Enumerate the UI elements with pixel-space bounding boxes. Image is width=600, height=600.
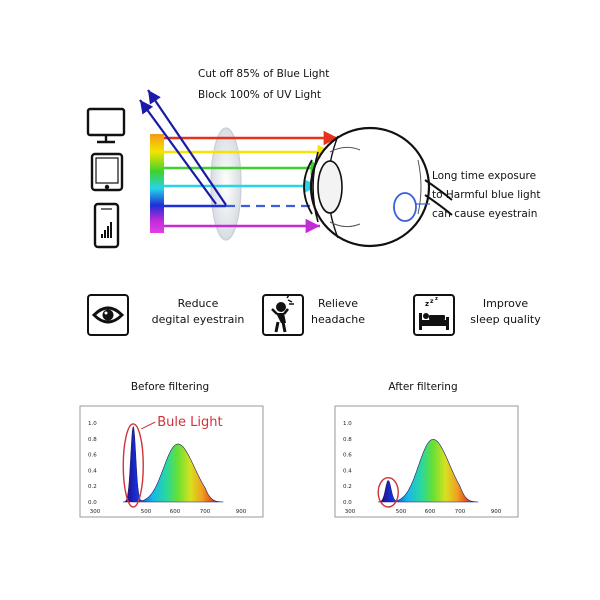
x-tick-label: 500: [141, 509, 152, 515]
lens: [210, 127, 242, 241]
exposure-line-1: Long time exposure: [432, 170, 537, 182]
benefit-reduce: Reduce degital eyestrain: [148, 296, 248, 328]
y-tick-label: 0.0: [88, 500, 97, 506]
benefit-relieve-line-1: Relieve: [317, 297, 359, 310]
exposure-line-2: to Harmful blue light: [432, 189, 541, 201]
after-chart-title: After filtering: [388, 381, 458, 393]
y-tick-label: 0.8: [88, 437, 97, 443]
retina-highlight: [393, 192, 417, 222]
before-chart-title: Before filtering: [130, 381, 210, 393]
exposure-line-3: can cause eyestrain: [432, 208, 538, 220]
filter-line-1: Cut off 85% of Blue Light: [198, 68, 330, 80]
x-tick-label: 300: [345, 509, 356, 515]
headache-person-icon: [262, 294, 304, 336]
x-tick-label: 700: [455, 509, 466, 515]
svg-text:z: z: [435, 296, 438, 302]
x-tick-label: 700: [200, 509, 211, 515]
y-tick-label: 1.0: [343, 421, 352, 427]
benefit-relieve-line-2: headache: [311, 313, 365, 326]
blue-light-highlight: [377, 476, 399, 508]
spectrum-bar: [150, 134, 164, 233]
benefit-reduce-line-2: degital eyestrain: [151, 313, 245, 326]
y-tick-label: 0.2: [343, 484, 352, 490]
reflected-blue-ray: [147, 89, 227, 206]
y-tick-label: 0.4: [88, 468, 97, 474]
blue-light-highlight: [122, 423, 144, 508]
y-tick-label: 0.0: [343, 500, 352, 506]
tablet-icon: [90, 152, 124, 192]
y-tick-label: 0.6: [343, 453, 352, 459]
x-tick-label: 900: [236, 509, 247, 515]
eye-anatomy: [303, 126, 453, 248]
benefit-improve-line-1: Improve: [482, 297, 529, 310]
monitor-icon: [86, 107, 126, 144]
y-tick-label: 1.0: [88, 421, 97, 427]
x-tick-label: 600: [425, 509, 436, 515]
after-filtering-chart: 1.0 0.8 0.6 0.4 0.2 0.0 300 500 600 700 900: [334, 405, 519, 518]
filter-line-2: Block 100% of UV Light: [198, 89, 321, 101]
y-tick-label: 0.2: [88, 484, 97, 490]
x-tick-label: 500: [396, 509, 407, 515]
x-tick-label: 600: [170, 509, 181, 515]
y-tick-label: 0.8: [343, 437, 352, 443]
y-tick-label: 0.4: [343, 468, 352, 474]
benefit-relieve: Relieve headache: [303, 296, 373, 328]
filter-caption: Cut off 85% of Blue Light Block 100% of …: [198, 64, 329, 106]
before-filtering-chart: 1.0 0.8 0.6 0.4 0.2 0.0 300 500 600 700 900 Bule Li…: [79, 405, 264, 518]
sleeping-bed-icon: z z z: [413, 294, 455, 336]
reflected-uv-ray: [139, 99, 217, 205]
benefit-improve-line-2: sleep quality: [470, 313, 541, 326]
svg-text:z: z: [425, 300, 429, 308]
blue-light-label: Bule Light: [157, 415, 222, 430]
eye-icon: [87, 294, 129, 336]
benefit-improve: Improve sleep quality: [463, 296, 548, 328]
y-tick-label: 0.6: [88, 453, 97, 459]
spectrum-area: [377, 439, 479, 503]
phone-icon: [93, 202, 120, 249]
benefit-reduce-line-1: Reduce: [177, 297, 219, 310]
annotation-pointer: [141, 421, 156, 430]
blue-light-diagram: [86, 89, 453, 249]
x-tick-label: 300: [90, 509, 101, 515]
svg-text:z: z: [430, 298, 434, 305]
x-tick-label: 900: [491, 509, 502, 515]
exposure-caption: Long time exposure to Harmful blue light…: [432, 167, 540, 224]
